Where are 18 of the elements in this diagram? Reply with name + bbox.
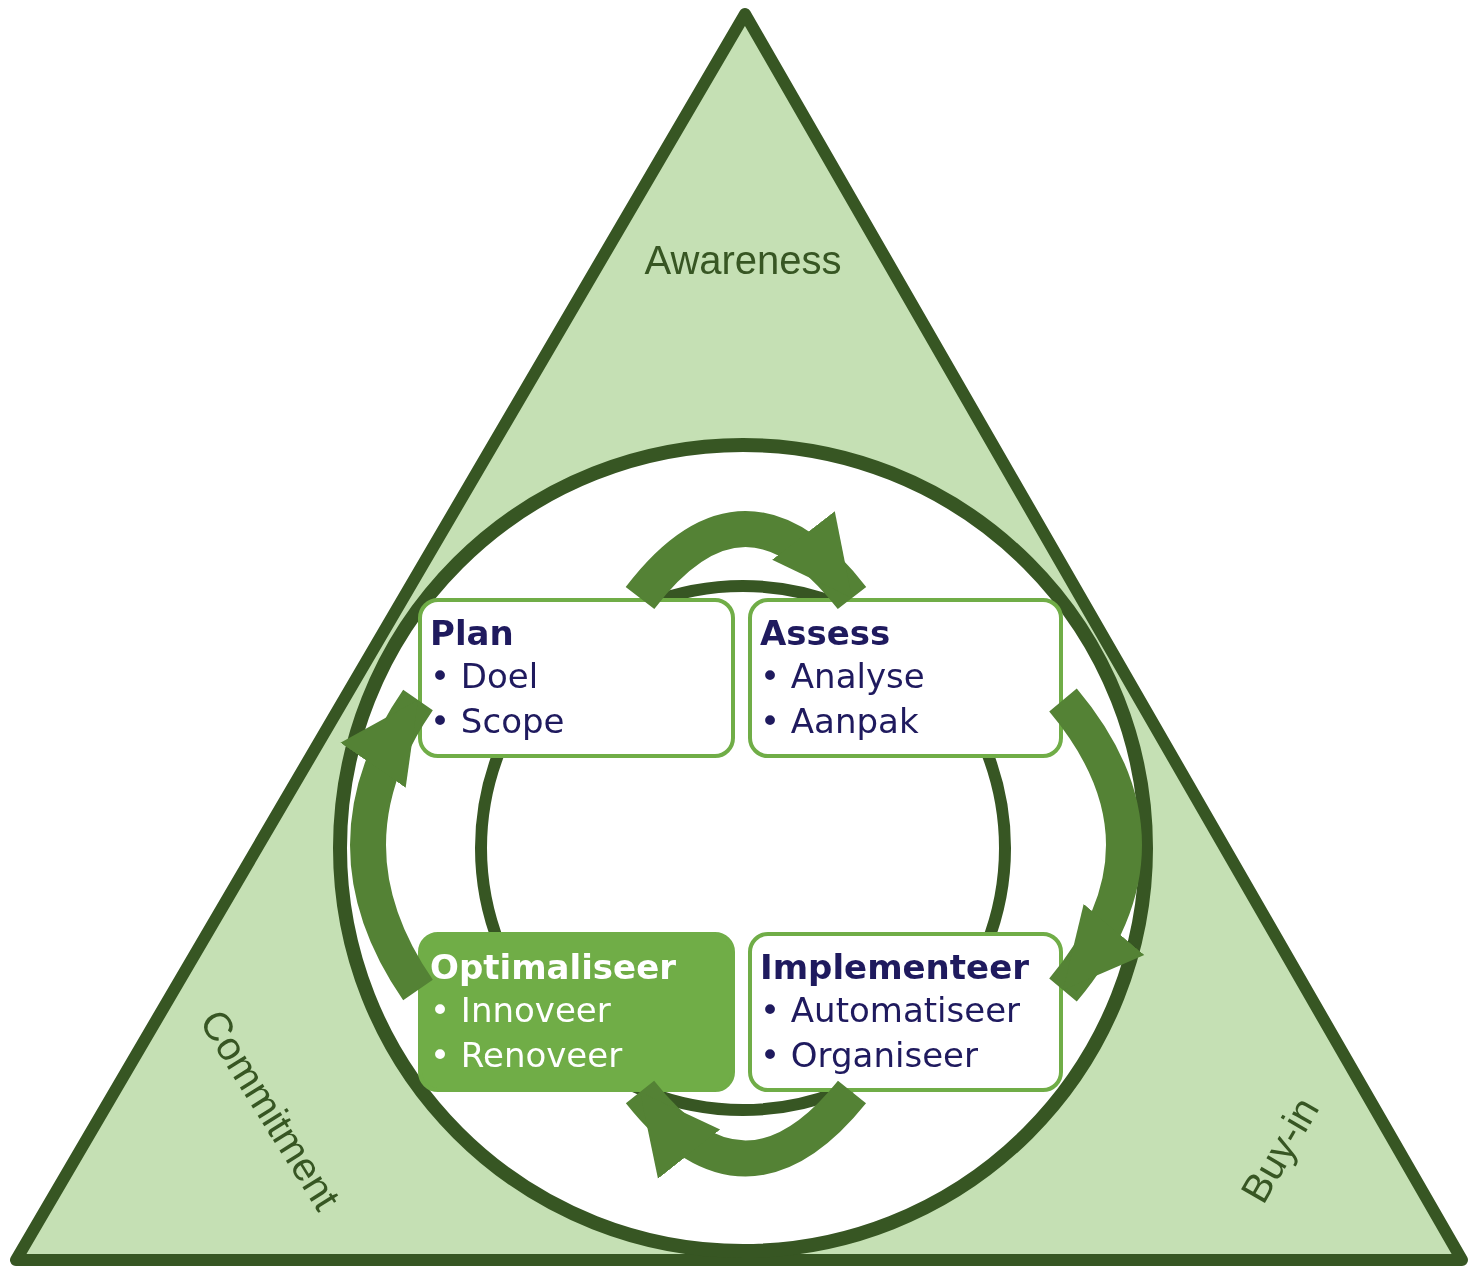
box-heading: Optimaliseer [430,946,676,988]
step-box [418,932,735,1092]
bullet-item: • Renoveer [430,1034,623,1077]
step-box [418,598,735,758]
box-heading: Plan [430,612,514,654]
side-label: Awareness [644,237,842,283]
step-box [748,598,1063,758]
step-box [748,932,1063,1092]
bullet-item: • Scope [430,700,565,743]
box-heading: Implementeer [760,946,1029,988]
bullet-item: • Analyse [760,655,925,698]
cycle-arrow [1048,689,1143,1001]
bullet-item: • Automatiseer [760,989,1021,1032]
bullet-item: • Innoveer [430,989,611,1032]
box-heading: Assess [760,612,891,654]
bullet-item: • Organiseer [760,1034,978,1077]
bullet-item: • Aanpak [760,700,919,743]
bullet-item: • Doel [430,655,539,698]
